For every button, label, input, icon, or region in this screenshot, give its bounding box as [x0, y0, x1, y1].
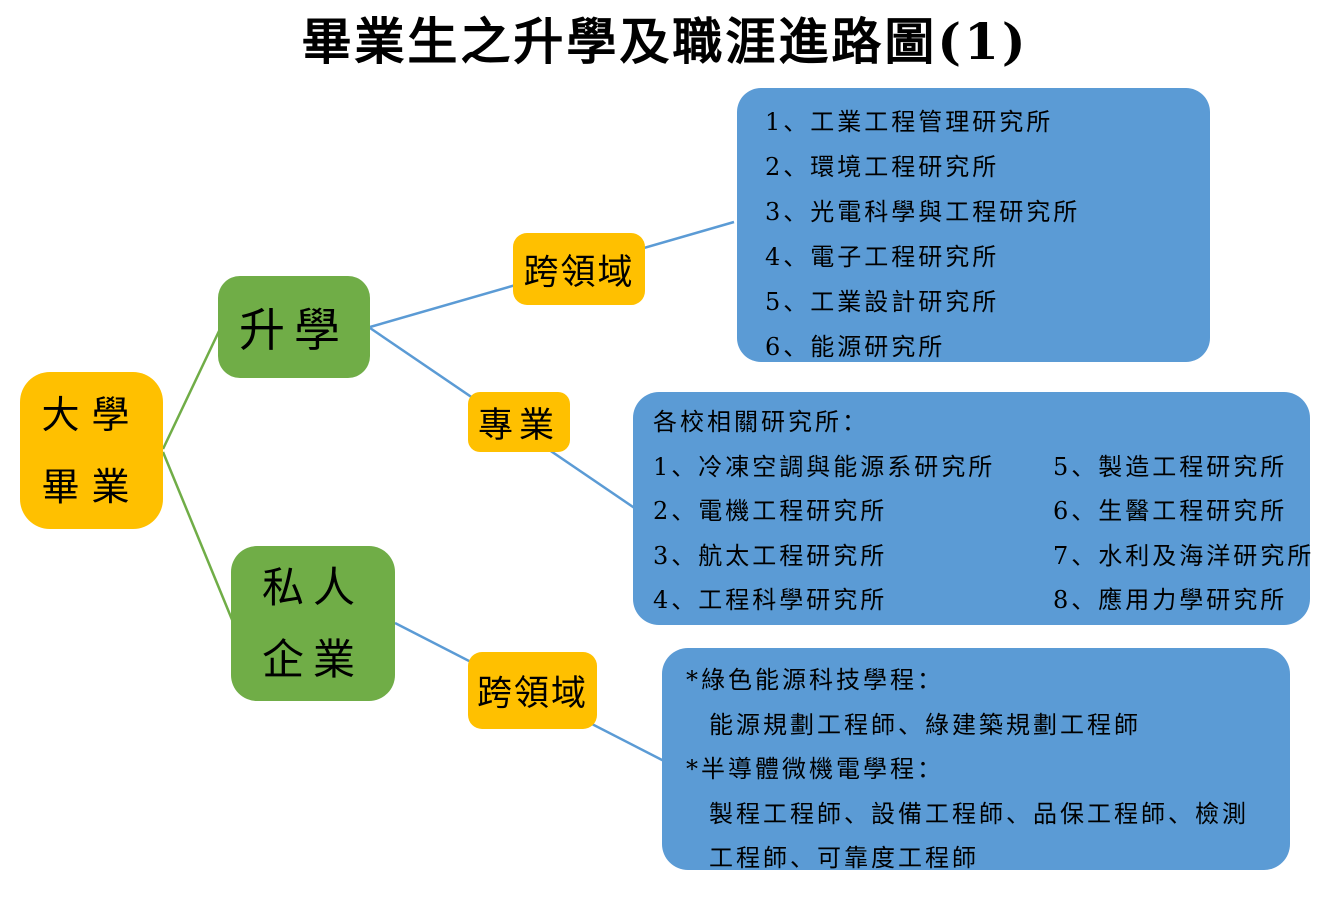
career-line: *綠色能源科技學程：: [686, 666, 944, 694]
node-private-company-line1: 私人: [261, 562, 364, 612]
career-line: 能源規劃工程師、綠建築規劃工程師: [709, 710, 1141, 739]
institute-item: 1、冷凍空調與能源系研究所: [653, 452, 996, 481]
institute-item: 5、工業設計研究所: [765, 288, 1000, 316]
label-cross-domain-study: 跨領域: [513, 233, 645, 305]
cross-domain-careers-box: *綠色能源科技學程： 能源規劃工程師、綠建築規劃工程師 *半導體微機電學程： 製…: [662, 648, 1290, 872]
career-line: 工程師、可靠度工程師: [709, 844, 979, 872]
connector-univ-to-study: [161, 328, 222, 450]
institute-item: 3、光電科學與工程研究所: [765, 198, 1081, 226]
career-line: 製程工程師、設備工程師、品保工程師、檢測: [709, 799, 1249, 828]
institute-item: 6、生醫工程研究所: [1053, 497, 1288, 525]
label-cross-domain-work: 跨領域: [468, 652, 597, 729]
label-professional: 專業: [468, 392, 570, 452]
institute-item: 7、水利及海洋研究所: [1053, 541, 1315, 570]
node-university-line2: 畢業: [41, 464, 142, 509]
node-further-study: 升學: [218, 276, 370, 378]
professional-institutes-header: 各校相關研究所：: [653, 408, 869, 436]
label-professional-text: 專業: [477, 405, 560, 446]
label-cross-domain-study-text: 跨領域: [523, 252, 635, 293]
professional-institutes-box: 各校相關研究所： 1、冷凍空調與能源系研究所 5、製造工程研究所 2、電機工程研…: [633, 392, 1311, 625]
node-university-graduation: 大學 畢業: [20, 372, 163, 529]
node-private-company: 私人 企業: [231, 546, 395, 701]
institute-item: 4、電子工程研究所: [765, 243, 1000, 271]
node-university-line1: 大學: [41, 392, 142, 437]
institute-item: 5、製造工程研究所: [1053, 452, 1288, 481]
institute-item: 6、能源研究所: [765, 333, 946, 361]
institute-item: 2、電機工程研究所: [653, 497, 888, 525]
label-cross-domain-work-text: 跨領域: [476, 674, 588, 714]
institute-item: 8、應用力學研究所: [1053, 586, 1288, 614]
node-further-study-label: 升學: [239, 303, 349, 357]
career-line: *半導體微機電學程：: [686, 755, 944, 783]
institute-item: 4、工程科學研究所: [653, 586, 888, 614]
institute-item: 3、航太工程研究所: [653, 541, 888, 570]
institute-item: 2、環境工程研究所: [765, 153, 1000, 181]
connector-univ-to-private: [161, 451, 235, 623]
institute-item: 1、工業工程管理研究所: [765, 108, 1054, 136]
node-private-company-line2: 企業: [261, 634, 364, 684]
cross-domain-institutes-box: 1、工業工程管理研究所 2、環境工程研究所 3、光電科學與工程研究所 4、電子工…: [737, 88, 1210, 362]
page-title: 畢業生之升學及職涯進路圖(1): [301, 12, 1029, 71]
